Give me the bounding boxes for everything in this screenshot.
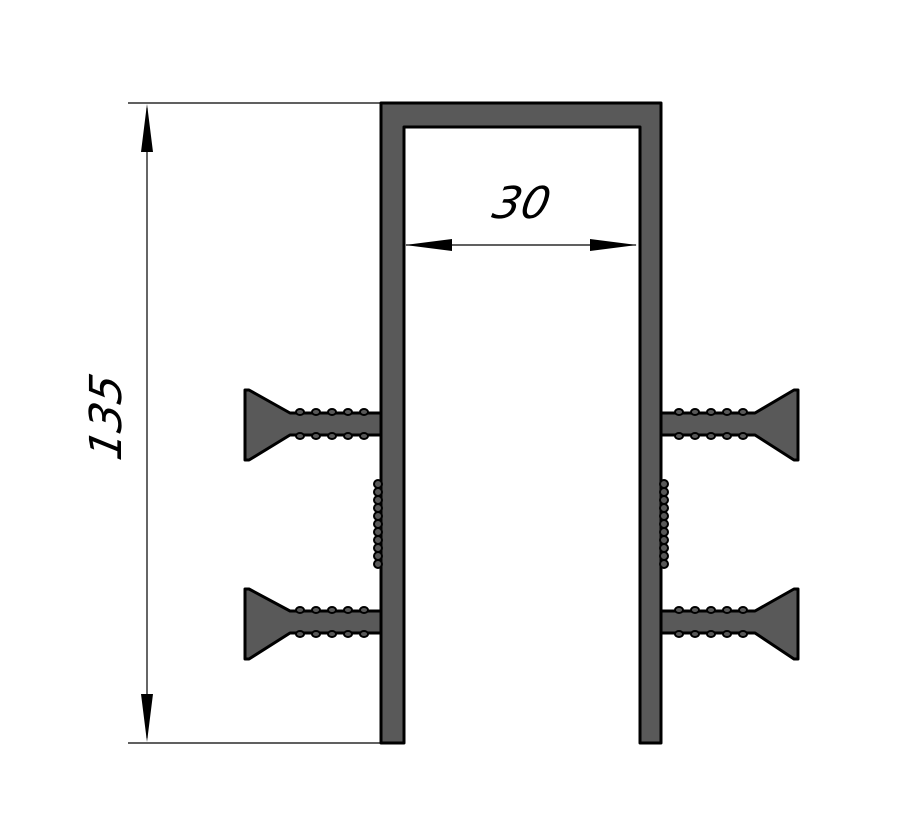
height-dimension [128,102,382,744]
anchor-tooth [722,408,732,416]
center-serrations [373,479,669,569]
width-arrow-right [590,239,637,251]
serration-bump-left [373,543,383,553]
anchor-tooth [690,606,700,614]
anchor-tooth [690,630,700,638]
profile-body [379,101,663,745]
serration-bump-left [373,511,383,521]
anchor-tooth [327,408,337,416]
anchor-tooth [327,606,337,614]
anchor-tooth [295,630,305,638]
anchor-tooth [295,606,305,614]
serration-bump-right [659,511,669,521]
serration-bump-right [659,535,669,545]
height-dimension-label: 135 [81,370,131,465]
left-anchors [243,388,383,661]
anchor-tooth [343,630,353,638]
anchor-tooth [327,630,337,638]
serration-bump-right [659,543,669,553]
serration-bump-left [373,487,383,497]
anchor-left-lower [243,587,383,661]
anchor-tooth [738,408,748,416]
anchor-tooth [706,408,716,416]
height-arrow-bottom [141,694,153,742]
serration-bump-right [659,479,669,489]
anchor-tooth [343,606,353,614]
anchor-tooth [738,432,748,440]
anchor-tooth [343,432,353,440]
serration-bump-left [373,527,383,537]
anchor-right-upper [659,388,800,462]
width-arrow-left [405,239,452,251]
serration-bump-right [659,487,669,497]
anchor-tooth [327,432,337,440]
anchor-tooth [674,432,684,440]
anchor-right-lower [659,587,800,661]
serration-bump-left [373,559,383,569]
anchor-tooth [311,630,321,638]
anchor-tooth [359,432,369,440]
anchor-tooth [295,408,305,416]
right-anchors [659,388,800,661]
serration-bump-right [659,503,669,513]
anchor-tooth [295,432,305,440]
anchor-tooth [674,606,684,614]
serration-bump-right [659,527,669,537]
serration-bump-left [373,503,383,513]
width-dimension-label: 30 [488,178,555,228]
anchor-tooth [311,408,321,416]
anchor-left-upper [243,388,383,462]
anchor-tooth [738,606,748,614]
serration-bump-right [659,519,669,529]
anchor-teeth [295,408,748,638]
anchor-tooth [722,606,732,614]
serration-bump-right [659,495,669,505]
height-arrow-top [141,104,153,152]
anchor-tooth [738,630,748,638]
anchor-tooth [674,408,684,416]
anchor-tooth [722,432,732,440]
anchor-tooth [359,606,369,614]
anchor-tooth [311,432,321,440]
anchor-tooth [706,606,716,614]
serration-bump-left [373,495,383,505]
width-dimension [405,239,637,251]
serration-bump-right [659,559,669,569]
serration-bump-left [373,479,383,489]
anchor-tooth [722,630,732,638]
anchor-tooth [690,432,700,440]
serration-bump-right [659,551,669,561]
anchor-tooth [359,408,369,416]
anchor-tooth [674,630,684,638]
serration-bump-left [373,551,383,561]
anchor-tooth [690,408,700,416]
anchor-tooth [359,630,369,638]
serration-bump-left [373,519,383,529]
anchor-tooth [706,432,716,440]
u-channel [379,101,663,745]
anchor-tooth [343,408,353,416]
anchor-tooth [706,630,716,638]
anchor-tooth [311,606,321,614]
serration-bump-left [373,535,383,545]
